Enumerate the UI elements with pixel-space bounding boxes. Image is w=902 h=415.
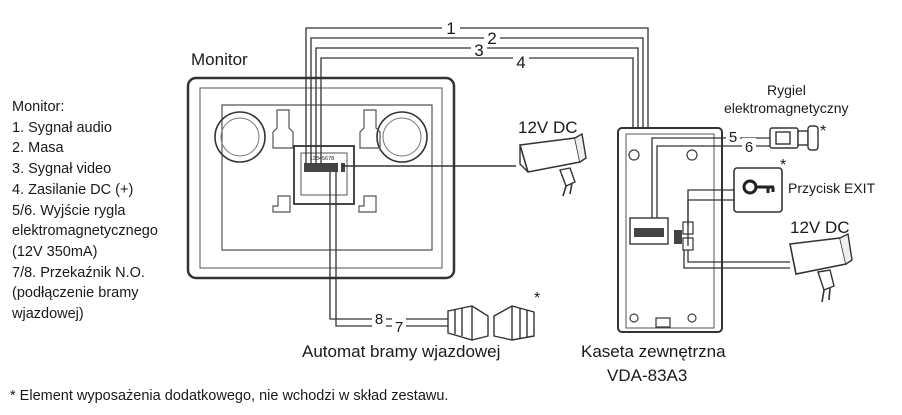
wire-label-1: 1 — [446, 19, 455, 38]
monitor-legend: Monitor: 1. Sygnał audio 2. Masa 3. Sygn… — [12, 97, 192, 325]
wire-label-4: 4 — [516, 53, 525, 72]
wire-label-5: 5 — [729, 129, 737, 146]
legend-line: 7/8. Przekaźnik N.O. — [12, 264, 145, 281]
station-label-line1: Kaseta zewnętrzna — [581, 342, 726, 361]
monitor-speaker-right — [376, 111, 428, 163]
power-supply-station — [789, 232, 853, 303]
electromagnetic-lock — [769, 125, 819, 151]
legend-line: 4. Zasilanie DC (+) — [12, 181, 134, 198]
legend-title: Monitor: — [12, 99, 65, 115]
lock-label-line1: Rygiel — [767, 82, 806, 98]
exit-button-wires — [687, 189, 734, 246]
legend-line: 1. Sygnał audio — [12, 119, 112, 136]
wire-label-8: 8 — [375, 311, 383, 328]
wires-7-8 — [329, 172, 448, 327]
wire-label-6: 6 — [745, 139, 753, 156]
legend-line: wjazdowej) — [12, 306, 84, 323]
psu-station-label: 12V DC — [790, 218, 850, 237]
legend-line: (12V 350mA) — [12, 243, 98, 260]
terminal-pin-numbers: 12345678 — [310, 156, 334, 162]
legend-line: (podłączenie bramy — [12, 285, 139, 302]
monitor: 12345678 — [186, 76, 456, 280]
wire-label-2: 2 — [487, 29, 496, 48]
monitor-terminal-block — [293, 145, 355, 205]
lock-label-line2: elektromagnetyczny — [724, 100, 849, 116]
legend-line: elektromagnetycznego — [12, 223, 158, 240]
legend-line: 3. Sygnał video — [12, 161, 112, 178]
legend-line: 5/6. Wyjście rygla — [12, 202, 126, 219]
exit-button — [733, 167, 783, 213]
wire-label-7: 7 — [395, 319, 403, 336]
gate-label: Automat bramy wjazdowej — [302, 342, 500, 361]
station-label-line2: VDA-83A3 — [607, 366, 687, 385]
lock-asterisk: * — [820, 123, 826, 140]
station-power-wires — [683, 250, 790, 269]
exit-button-label: Przycisk EXIT — [788, 180, 876, 196]
footnote: * Element wyposażenia dodatkowego, nie w… — [10, 388, 449, 404]
monitor-speaker-left — [214, 111, 266, 163]
exit-asterisk: * — [780, 157, 786, 174]
monitor-label: Monitor — [191, 50, 248, 69]
outdoor-station — [617, 127, 723, 333]
power-supply-monitor — [518, 132, 587, 197]
psu-monitor-label: 12V DC — [518, 118, 578, 137]
legend-line: 2. Masa — [12, 140, 64, 157]
gate-asterisk: * — [534, 290, 540, 307]
gate-automat — [447, 305, 535, 341]
wire-label-3: 3 — [474, 41, 483, 60]
